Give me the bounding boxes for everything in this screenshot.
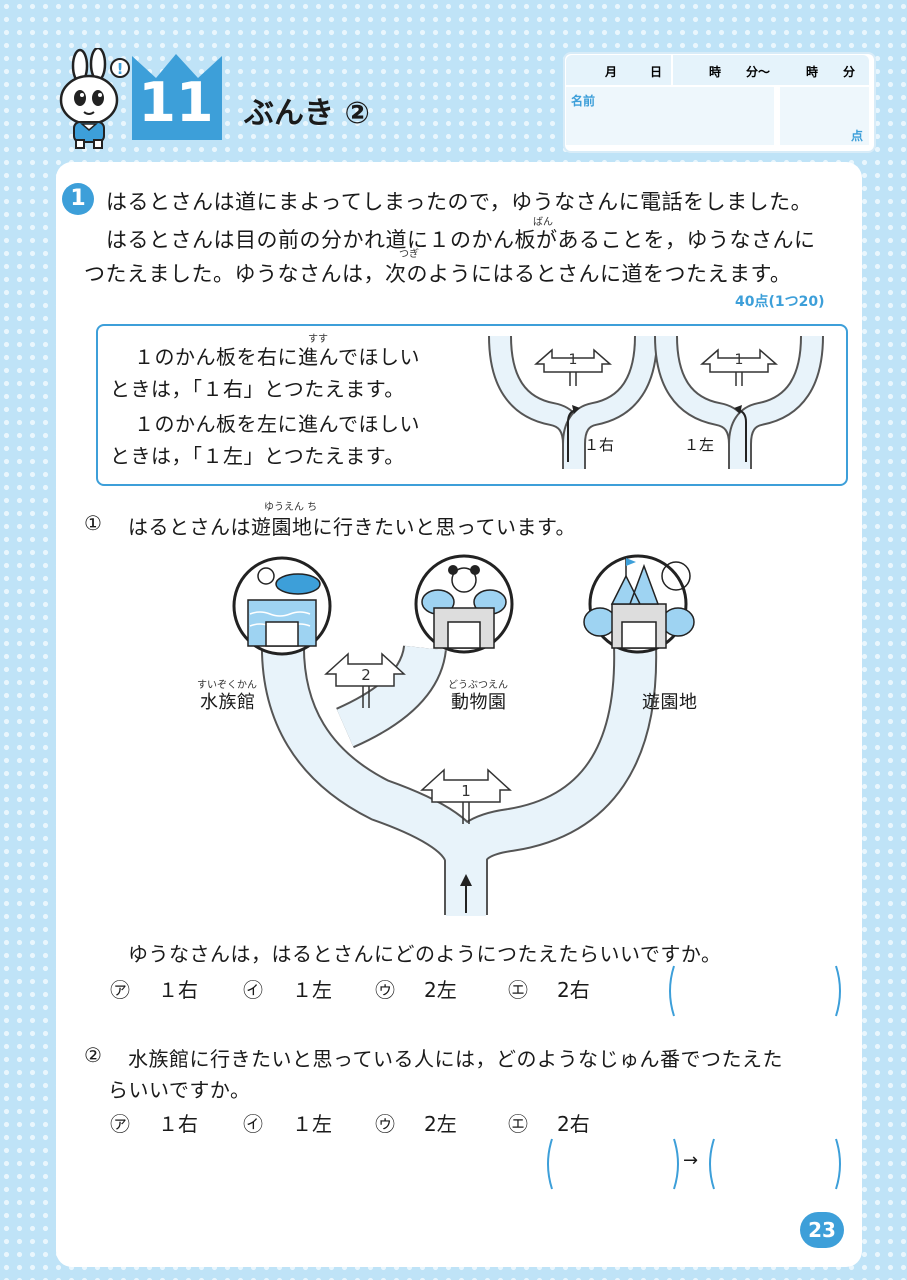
rule-line-2: ときは，「１右」とつたえます。 — [110, 377, 405, 401]
aquarium-icon — [232, 556, 332, 656]
example-fork-right — [488, 335, 658, 469]
place-amusement-park: 遊園地 — [642, 692, 698, 713]
rule-line-1: １のかん板を右に進んでほしい — [134, 345, 420, 369]
q2-option-d-mark: ㋓ — [508, 1112, 528, 1136]
q2-option-c-text: 2左 — [424, 1112, 457, 1136]
q2-option-b-text: １左 — [292, 1112, 332, 1136]
intro-line-3: つたえました。ゆうなさんは，次のようにはるとさんに道をつたえます。 — [84, 262, 792, 286]
q1-answer-field[interactable] — [664, 963, 846, 1019]
sign-1-number: 1 — [461, 782, 471, 800]
name-field[interactable] — [566, 87, 774, 145]
score-note: 40点(1つ20) — [735, 294, 825, 310]
score-field[interactable] — [780, 87, 869, 145]
q1-option-c-text: 2左 — [424, 978, 457, 1002]
q1-number: ① — [84, 511, 103, 535]
q2-text-line-1: 水族館に行きたいと思っている人には，どのようなじゅん番でつたえた — [128, 1047, 783, 1071]
label-minute-from: 分〜 — [746, 65, 771, 79]
example-left-label: １左 — [684, 436, 714, 454]
label-day: 日 — [650, 65, 663, 79]
q2-option-d-text: 2右 — [557, 1112, 590, 1136]
q2-option-c-mark: ㋒ — [375, 1112, 395, 1136]
ruby-ban: ばん — [533, 217, 553, 228]
q1-option-d-text: 2右 — [557, 978, 590, 1002]
amusement-park-icon — [583, 554, 695, 654]
q1-prompt: ゆうなさんは，はるとさんにどのようにつたえたらいいですか。 — [128, 942, 722, 966]
q1-text: はるとさんは遊園地に行きたいと思っています。 — [128, 515, 576, 539]
ruby-yuuenchi: ゆうえん ち — [264, 502, 318, 513]
example-right-label: １右 — [584, 436, 614, 454]
label-hour: 時 — [709, 65, 722, 79]
q2-text-line-2: らいいですか。 — [108, 1078, 251, 1102]
place-zoo: 動物園 — [451, 692, 507, 713]
q1-option-a-mark: ㋐ — [110, 978, 130, 1002]
sign-1-number-a: 1 — [569, 352, 578, 368]
label-points: 点 — [851, 129, 864, 143]
q2-option-b-mark: ㋑ — [243, 1112, 263, 1136]
road-map: 2 1 — [232, 554, 695, 916]
page-number: 23 — [800, 1212, 844, 1248]
q1-option-a-text: １右 — [158, 978, 198, 1002]
q2-sequence-arrow: → — [683, 1150, 699, 1171]
ruby-tsugi: つぎ — [399, 249, 419, 260]
mascot-rabbit-icon: ! — [59, 48, 130, 149]
label-month: 月 — [605, 65, 618, 79]
label-hour2: 時 — [806, 65, 819, 79]
q2-answer-field-2[interactable] — [704, 1136, 846, 1192]
intro-line-2: はるとさんは目の前の分かれ道に１のかん板があることを，ゆうなさんに — [106, 228, 816, 252]
q1-option-d-mark: ㋓ — [508, 978, 528, 1002]
sign-2-number: 2 — [361, 666, 371, 684]
q1-option-b-mark: ㋑ — [243, 978, 263, 1002]
lesson-number: 11 — [138, 71, 214, 134]
intro-line-1: はるとさんは道にまよってしまったので，ゆうなさんに電話をしました。 — [106, 190, 813, 214]
label-minute: 分 — [843, 65, 856, 79]
q1-option-b-text: １左 — [292, 978, 332, 1002]
q2-option-a-mark: ㋐ — [110, 1112, 130, 1136]
svg-text:!: ! — [117, 60, 124, 78]
q1-option-c-mark: ㋒ — [375, 978, 395, 1002]
crown-badge — [132, 54, 222, 140]
problem-badge: 1 — [62, 183, 94, 215]
rule-line-4: ときは，「１左」とつたえます。 — [110, 444, 405, 468]
q2-number: ② — [84, 1043, 103, 1067]
rule-line-3: １のかん板を左に進んでほしい — [134, 412, 420, 436]
example-fork-diagrams: 1 １右 1 １左 — [488, 335, 824, 469]
example-fork-left — [654, 335, 824, 469]
q2-answer-field-1[interactable] — [542, 1136, 684, 1192]
sign-1-number-b: 1 — [735, 352, 744, 368]
ruby-susu: すす — [308, 334, 328, 345]
place-aquarium: 水族館 — [200, 692, 256, 713]
ruby-doubutsuen: どうぶつえん — [448, 680, 508, 691]
sign-2 — [324, 652, 406, 708]
page-title: ぶんき ② — [244, 96, 370, 131]
sign-1 — [420, 768, 512, 824]
ruby-suizokukan: すいぞくかん — [197, 680, 257, 691]
q2-option-a-text: １右 — [158, 1112, 198, 1136]
label-name: 名前 — [571, 94, 596, 108]
zoo-icon — [414, 554, 514, 654]
